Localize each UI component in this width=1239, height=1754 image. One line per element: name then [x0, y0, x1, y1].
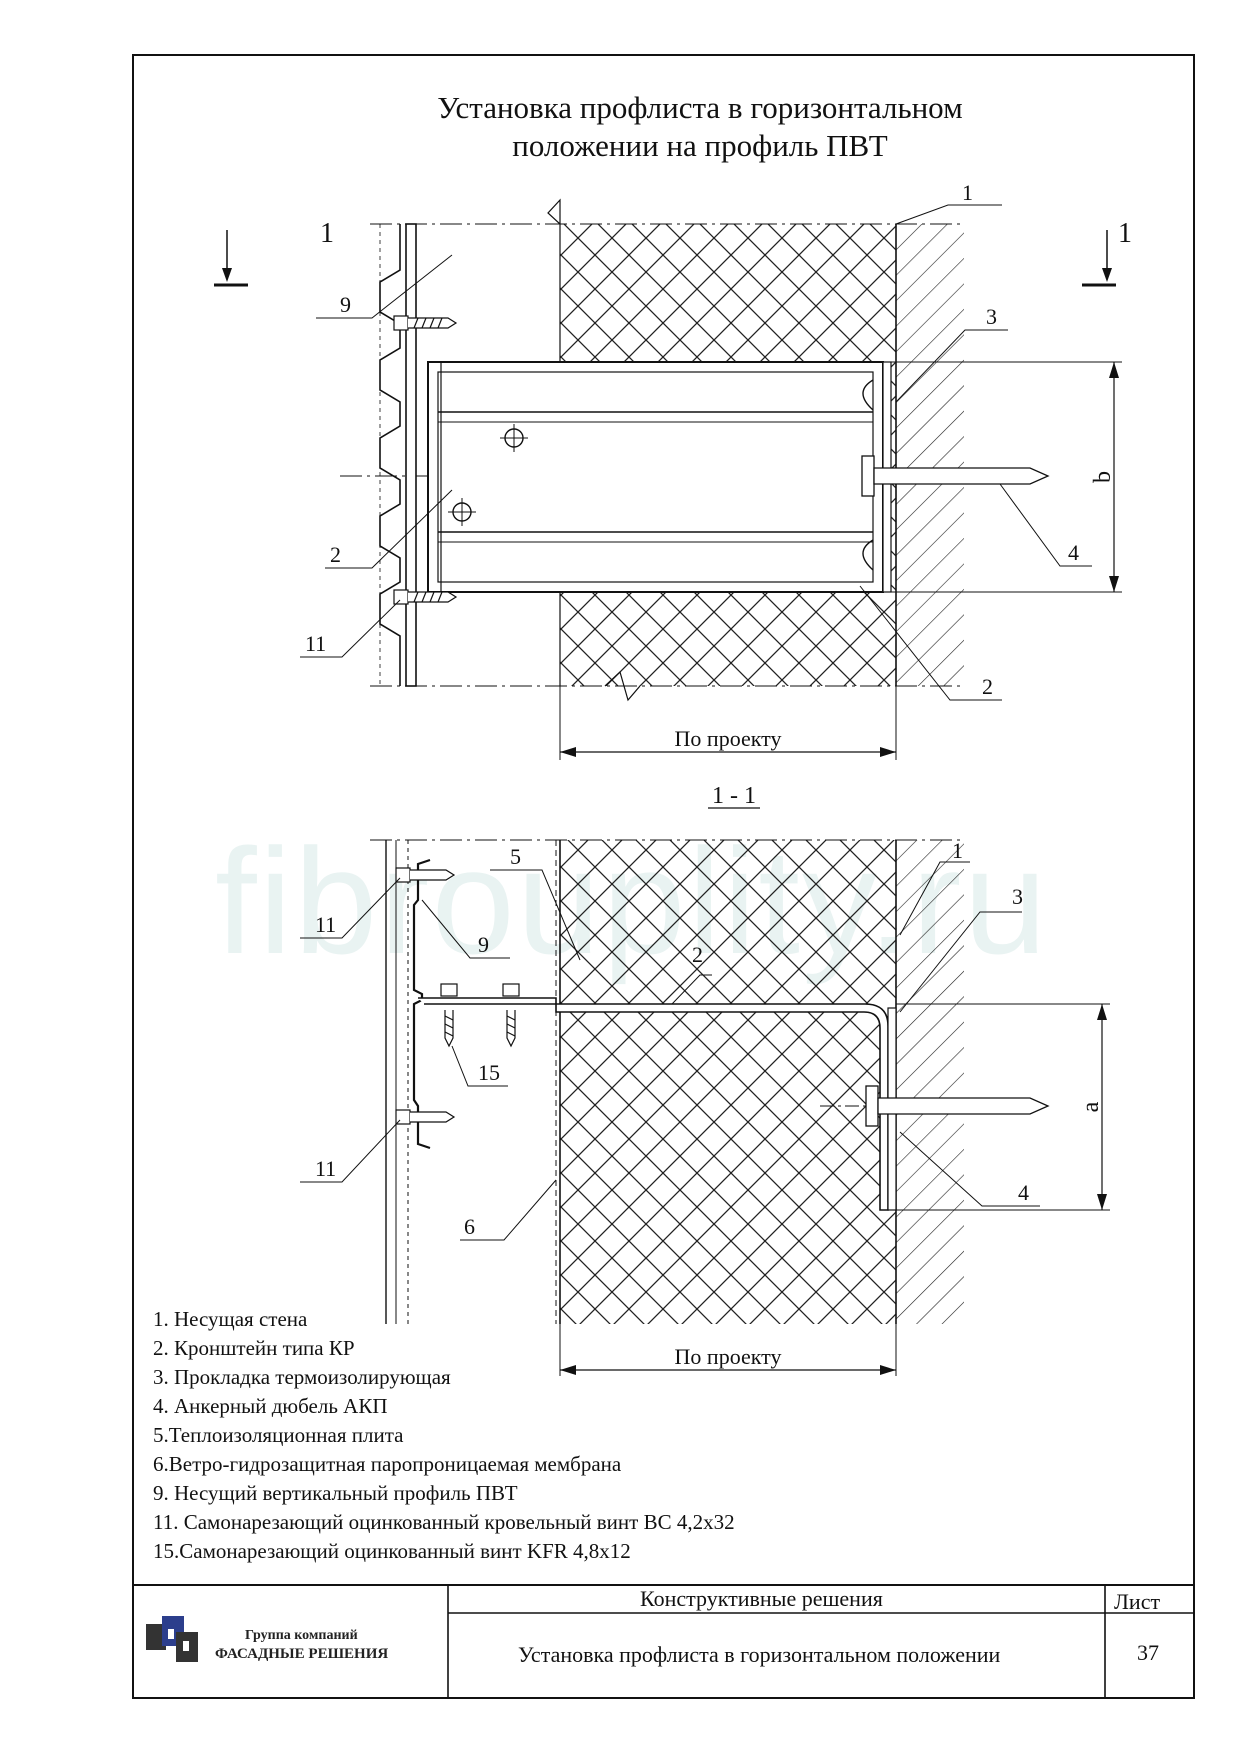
callout-sec-11a: 11	[315, 912, 336, 937]
sheet-frame	[132, 54, 1195, 1699]
company-line-2: ФАСАДНЫЕ РЕШЕНИЯ	[215, 1646, 389, 1662]
callout-top-9: 9	[340, 292, 351, 317]
legend-item: 1. Несущая стена	[153, 1307, 308, 1331]
legend: 1. Несущая стена 2. Кронштейн типа КР 3.…	[153, 1305, 735, 1566]
callout-sec-6: 6	[464, 1214, 475, 1239]
vertical-profile-top	[405, 223, 417, 687]
bracket-top	[427, 361, 884, 593]
callout-sec-11b: 11	[315, 1156, 336, 1181]
insulation-plate-section	[560, 840, 896, 1324]
legend-item: 5.Теплоизоляционная плита	[153, 1423, 404, 1447]
callout-sec-1: 1	[952, 838, 963, 863]
top-view: 1 1 1 3 9 4 2 11 2 По проекту b	[214, 180, 1132, 760]
title-block	[133, 1584, 1194, 1698]
title-line-2: положении на профиль ПВТ	[512, 128, 888, 163]
callout-sec-2: 2	[692, 942, 703, 967]
logo-block-dark	[146, 1624, 166, 1650]
legend-item: 6.Ветро-гидрозащитная паропроницаемая ме…	[153, 1452, 622, 1476]
bearing-wall-section	[896, 840, 964, 1324]
bearing-wall-top	[896, 224, 964, 686]
section-view: 5 1 3 11 9 2 15 11 4 6 По проекту a	[300, 838, 1110, 1376]
callout-sec-9: 9	[478, 932, 489, 957]
callout-sec-3: 3	[1012, 884, 1023, 909]
company-line-1: Группа компаний	[245, 1628, 358, 1643]
callout-top-3: 3	[986, 304, 997, 329]
drawing-name: Установка профлиста в горизонтальном пол…	[518, 1642, 1001, 1667]
title-line-1: Установка профлиста в горизонтальном	[437, 90, 963, 125]
callout-top-1: 1	[962, 180, 973, 205]
dim-top-height: b	[1090, 471, 1116, 483]
section-name: Конструктивные решения	[640, 1586, 883, 1611]
section-label: 1 - 1	[712, 783, 756, 809]
sheet-number: 37	[1137, 1640, 1159, 1665]
callout-top-4: 4	[1068, 540, 1079, 565]
callout-sec-5: 5	[510, 844, 521, 869]
section-mark-right: 1	[1118, 218, 1132, 249]
sheet-label: Лист	[1114, 1589, 1161, 1614]
callout-top-11: 11	[305, 631, 326, 656]
legend-item: 15.Самонарезающий оцинкованный винт KFR …	[153, 1539, 631, 1563]
dim-top-width: По проекту	[675, 726, 782, 751]
callout-top-2b: 2	[982, 674, 993, 699]
legend-item: 2. Кронштейн типа КР	[153, 1336, 355, 1360]
section-mark-left: 1	[320, 218, 334, 249]
dim-bottom-height: a	[1078, 1101, 1104, 1112]
legend-item: 9. Несущий вертикальный профиль ПВТ	[153, 1481, 518, 1505]
dim-bottom-width: По проекту	[675, 1344, 782, 1369]
callout-sec-15: 15	[478, 1060, 500, 1085]
callout-top-2a: 2	[330, 542, 341, 567]
callout-sec-4: 4	[1018, 1180, 1029, 1205]
profiled-sheet-top	[379, 224, 401, 686]
legend-item: 4. Анкерный дюбель АКП	[153, 1394, 388, 1418]
legend-item: 3. Прокладка термоизолирующая	[153, 1365, 451, 1389]
legend-item: 11. Самонарезающий оцинкованный кровельн…	[153, 1510, 735, 1534]
